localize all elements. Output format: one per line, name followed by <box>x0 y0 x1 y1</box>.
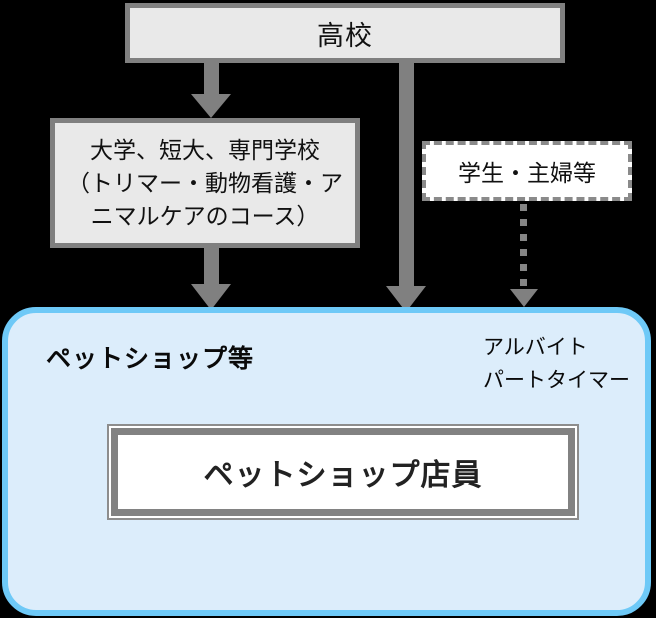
node-students-label: 学生・主婦等 <box>458 160 596 186</box>
dotted-arrow-students-to-petshop-stem <box>520 204 527 290</box>
arrow-highschool-to-petshop-stem <box>399 62 414 286</box>
arrow-down-icon <box>510 289 538 307</box>
node-college-line1: 大学、短大、専門学校 <box>90 136 320 163</box>
node-college-line2: （トリマー・動物看護・ア <box>67 169 343 196</box>
parttime-line2: パートタイマー <box>483 369 630 392</box>
arrow-college-to-petshop-stem <box>204 246 219 284</box>
parttime-line1: アルバイト <box>483 336 588 359</box>
arrow-highschool-to-college-stem <box>204 62 219 96</box>
arrow-down-icon <box>191 284 231 310</box>
node-highschool: 高校 <box>125 3 565 63</box>
node-college-line3: ニマルケアのコース） <box>90 202 320 229</box>
node-college: 大学、短大、専門学校 （トリマー・動物看護・ア ニマルケアのコース） <box>50 118 360 248</box>
petshop-panel-label: ペットショップ等 <box>46 345 255 373</box>
node-petshop-clerk-label: ペットショップ店員 <box>203 459 483 492</box>
arrow-down-icon <box>191 94 231 118</box>
node-students-housewives: 学生・主婦等 <box>422 141 632 201</box>
petshop-panel: ペットショップ等 アルバイトパートタイマー ペットショップ店員 <box>2 307 651 616</box>
parttime-note: アルバイトパートタイマー <box>483 331 630 397</box>
node-highschool-label: 高校 <box>317 20 373 51</box>
node-petshop-clerk: ペットショップ店員 <box>111 428 575 516</box>
